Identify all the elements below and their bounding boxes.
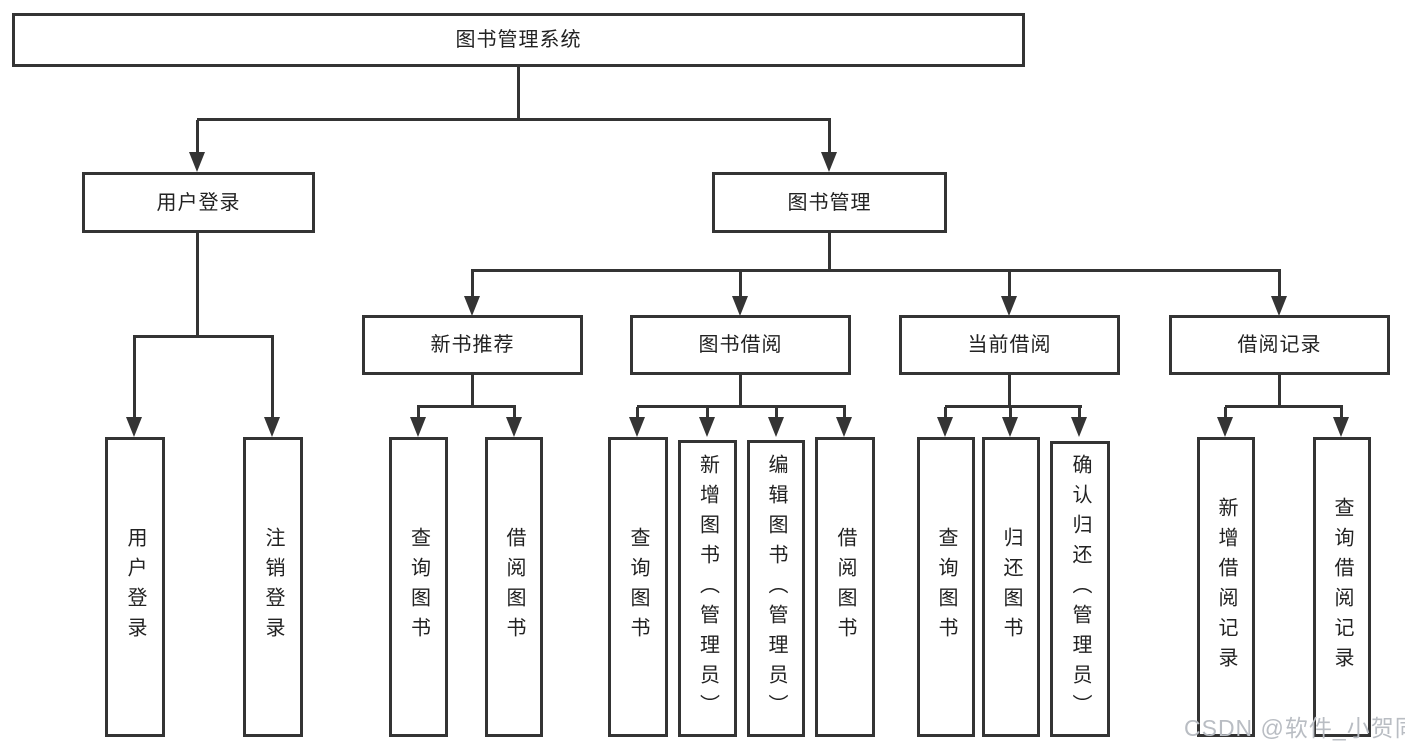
node-new-book-recommend: 新书推荐 <box>362 315 583 375</box>
leaf-borrow-add-book: 新增图书（管理员） <box>678 440 737 737</box>
leaf-borrow-query-book-label: 查询图书 <box>627 527 649 647</box>
connector-line <box>1224 407 1227 419</box>
connector-line <box>517 67 520 120</box>
connector-line <box>1225 405 1343 408</box>
leaf-borrow-borrow-book: 借阅图书 <box>815 437 875 737</box>
arrowhead-down-icon <box>1071 417 1087 437</box>
leaf-current-query-book-label: 查询图书 <box>935 527 957 647</box>
node-current-borrow-label: 当前借阅 <box>967 334 1052 356</box>
leaf-borrow-query-book: 查询图书 <box>608 437 668 737</box>
connector-line <box>1278 375 1281 408</box>
arrowhead-down-icon <box>1001 296 1017 316</box>
connector-line <box>828 120 831 154</box>
connector-line <box>1008 271 1011 297</box>
watermark: CSDN @软件_小贺同学 <box>1184 715 1405 741</box>
node-book-management: 图书管理 <box>712 172 947 233</box>
connector-line <box>471 269 1281 272</box>
connector-line <box>471 375 474 408</box>
leaf-borrow-add-book-label: 新增图书（管理员） <box>696 453 719 724</box>
leaf-borrow-borrow-book-label: 借阅图书 <box>834 527 856 647</box>
connector-line <box>1278 271 1281 297</box>
node-borrow-records: 借阅记录 <box>1169 315 1390 375</box>
connector-line <box>196 120 199 154</box>
connector-line <box>196 233 199 338</box>
arrowhead-down-icon <box>189 152 205 172</box>
leaf-current-query-book: 查询图书 <box>917 437 975 737</box>
connector-line <box>944 407 947 419</box>
connector-line <box>843 407 846 419</box>
connector-line <box>471 271 474 297</box>
arrowhead-down-icon <box>1271 296 1287 316</box>
node-book-borrow-label: 图书借阅 <box>698 334 783 356</box>
arrowhead-down-icon <box>768 417 784 437</box>
connector-line <box>1008 375 1011 408</box>
arrowhead-down-icon <box>126 417 142 437</box>
arrowhead-down-icon <box>506 417 522 437</box>
arrowhead-down-icon <box>937 417 953 437</box>
connector-line <box>636 407 639 419</box>
arrowhead-down-icon <box>264 417 280 437</box>
leaf-user-login-label: 用户登录 <box>124 527 146 647</box>
connector-line <box>271 337 274 418</box>
node-user-login-label: 用户登录 <box>156 191 241 214</box>
connector-line <box>739 271 742 297</box>
node-library-system: 图书管理系统 <box>12 13 1025 67</box>
connector-line <box>417 405 516 408</box>
arrowhead-down-icon <box>464 296 480 316</box>
leaf-add-borrow-record: 新增借阅记录 <box>1197 437 1255 737</box>
connector-line <box>945 405 1082 408</box>
connector-line <box>197 118 831 121</box>
leaf-borrow-edit-book-label: 编辑图书（管理员） <box>765 453 787 724</box>
arrowhead-down-icon <box>821 152 837 172</box>
arrowhead-down-icon <box>629 417 645 437</box>
leaf-confirm-return-label: 确认归还（管理员） <box>1069 454 1091 724</box>
arrowhead-down-icon <box>1333 417 1349 437</box>
leaf-rec-query-book: 查询图书 <box>389 437 448 737</box>
leaf-logout-label: 注销登录 <box>262 527 284 647</box>
arrowhead-down-icon <box>1002 417 1018 437</box>
node-book-borrow: 图书借阅 <box>630 315 851 375</box>
leaf-user-login: 用户登录 <box>105 437 165 737</box>
connector-line <box>739 375 742 408</box>
node-user-login: 用户登录 <box>82 172 315 233</box>
arrowhead-down-icon <box>410 417 426 437</box>
arrowhead-down-icon <box>732 296 748 316</box>
leaf-rec-borrow-book-label: 借阅图书 <box>503 527 525 647</box>
leaf-rec-borrow-book: 借阅图书 <box>485 437 543 737</box>
connector-line <box>513 407 516 419</box>
leaf-query-borrow-record-label: 查询借阅记录 <box>1331 497 1353 677</box>
leaf-logout: 注销登录 <box>243 437 303 737</box>
arrowhead-down-icon <box>836 417 852 437</box>
connector-line <box>706 407 709 419</box>
connector-line <box>133 337 136 418</box>
leaf-confirm-return: 确认归还（管理员） <box>1050 441 1110 737</box>
leaf-rec-query-book-label: 查询图书 <box>407 527 430 647</box>
connector-line <box>417 407 420 419</box>
connector-line <box>775 407 778 419</box>
leaf-current-return-book: 归还图书 <box>982 437 1040 737</box>
node-borrow-records-label: 借阅记录 <box>1237 334 1322 356</box>
connector-line <box>133 335 274 338</box>
connector-line <box>1009 407 1012 419</box>
node-new-book-recommend-label: 新书推荐 <box>430 334 515 356</box>
arrowhead-down-icon <box>1217 417 1233 437</box>
leaf-add-borrow-record-label: 新增借阅记录 <box>1215 497 1237 677</box>
leaf-current-return-book-label: 归还图书 <box>1000 527 1022 647</box>
node-book-management-label: 图书管理 <box>787 191 872 214</box>
connector-line <box>637 405 846 408</box>
leaf-query-borrow-record: 查询借阅记录 <box>1313 437 1371 737</box>
leaf-borrow-edit-book: 编辑图书（管理员） <box>747 440 805 737</box>
node-current-borrow: 当前借阅 <box>899 315 1120 375</box>
connector-line <box>1078 407 1081 419</box>
arrowhead-down-icon <box>699 417 715 437</box>
connector-line <box>828 233 831 271</box>
node-library-system-label: 图书管理系统 <box>455 29 582 51</box>
connector-line <box>1340 407 1343 419</box>
